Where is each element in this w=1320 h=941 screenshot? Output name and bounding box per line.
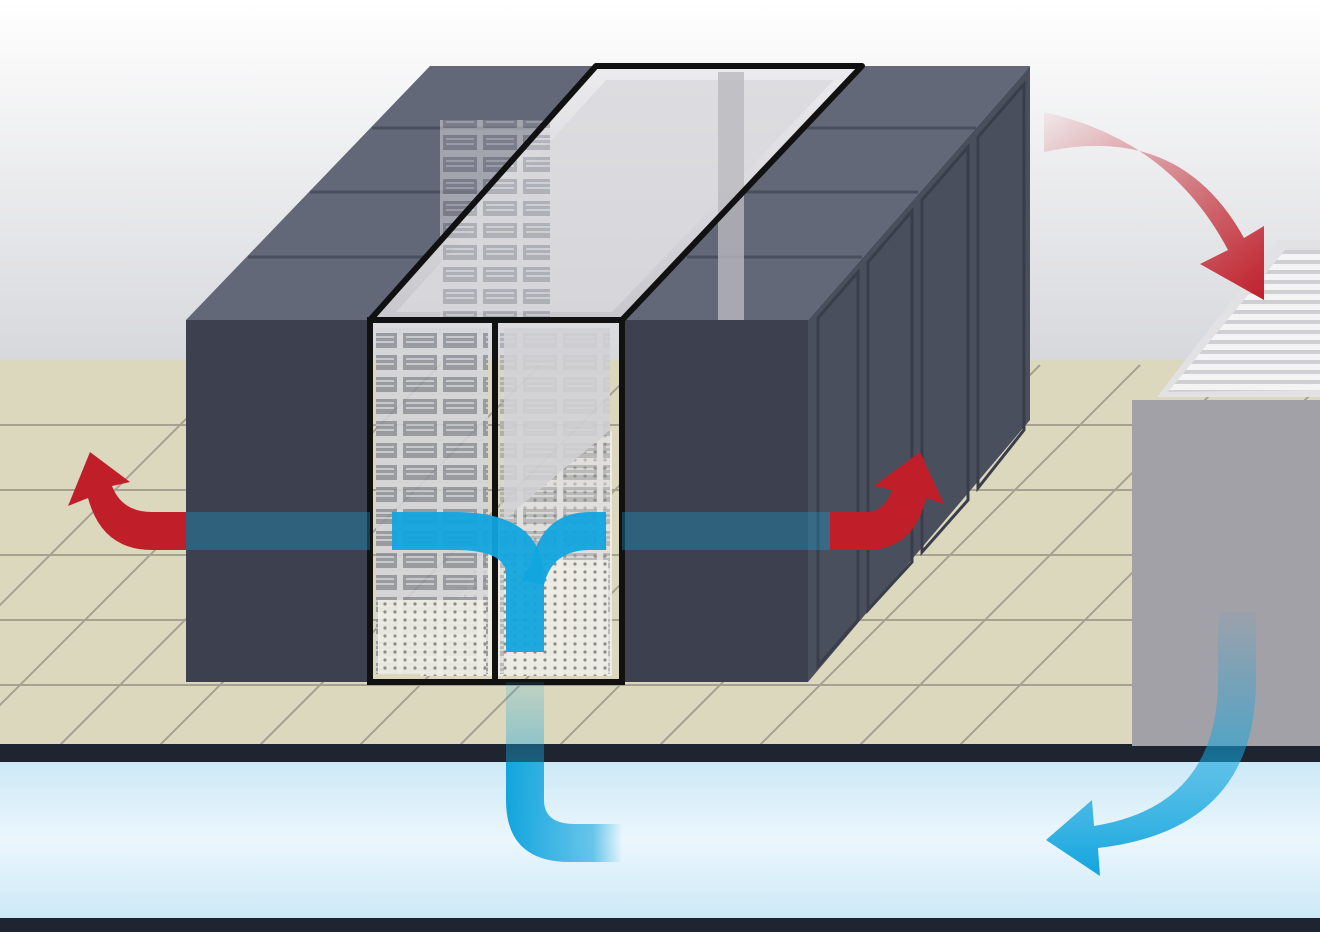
- hot-air-arrow-icon: [830, 452, 944, 550]
- exhaust-band-right: [622, 512, 830, 550]
- exhaust-band-left: [186, 512, 370, 550]
- hot-air-arrow-icon: [1044, 112, 1264, 300]
- cold-air-arrow-icon: [392, 512, 544, 652]
- cold-air-riser: [506, 682, 544, 762]
- cold-aisle-containment: [367, 63, 865, 685]
- cooling-unit-icon: [1132, 240, 1320, 746]
- hot-air-arrow-icon: [68, 452, 186, 550]
- cold-air-arrow-icon: [522, 512, 606, 585]
- containment-door-right: [492, 317, 625, 685]
- subfloor-rail: [0, 918, 1320, 932]
- raised-floor-rail: [0, 744, 1320, 762]
- cold-air-arrow-icon: [1046, 612, 1256, 876]
- cold-air-arrow-icon: [506, 762, 622, 862]
